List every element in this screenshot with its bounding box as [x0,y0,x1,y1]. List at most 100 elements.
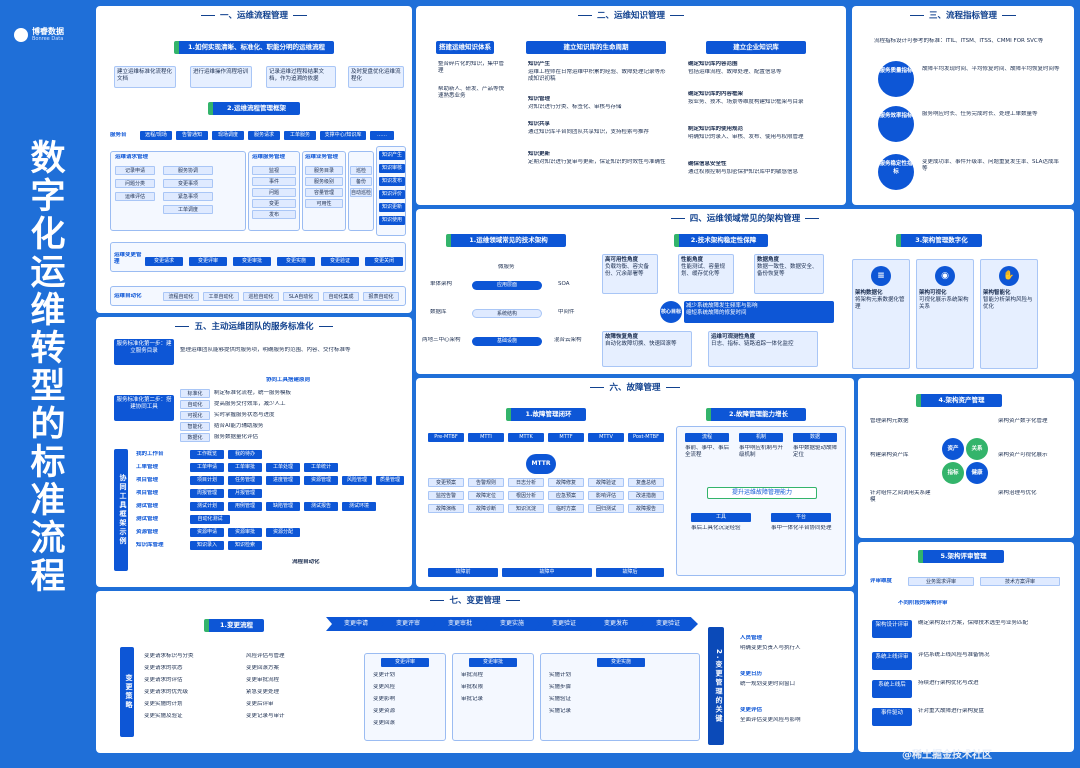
subtitle: 5.架构评审管理 [918,550,1004,563]
review-tag: 业务需求评审 [908,577,974,586]
row-chip: 资源申请 [190,528,224,537]
tool-tag: 自动化 [180,400,210,409]
row-chip: 工单申请 [190,463,224,472]
change-item: 变更请求的状态 [144,665,183,671]
cap-head: 平台 [771,513,831,522]
metric-badge: 服务质量指标 [878,61,914,97]
digi-text: 将架构元素数据化管理 [855,297,905,310]
row-chip: 测试报告 [304,502,338,511]
g-item: 知识发布 [379,177,405,186]
row-label: 知识库管理 [136,542,164,548]
change-item: 变更实施及验证 [144,713,183,719]
kb-item: 对知识进行分类、标签化、审核与存储 [528,104,622,110]
g-item: 巡检 [350,166,372,175]
col-text: 整合碎片化的知识，集中管理 [438,61,505,74]
change-item: 变更请求的评估 [144,677,183,683]
arch-layer: 基础设施 [472,337,542,346]
key-text: 统一规划变更时间窗口 [740,681,796,687]
tl-chip: Post-MTBF [628,433,664,442]
key-text: 全面评估变更风险与影响 [740,717,801,723]
svc-chip: 告警通知 [176,131,208,140]
row-chip: 测试计划 [190,502,224,511]
stab-text: 性能测试、容量规划、缓存优化等 [681,264,726,277]
review-text: 持续进行架构优化与改进 [918,680,979,686]
kb-item: 制定知识库的使用规范 [688,126,744,132]
group-automation: 运维自动化 流程自动化 工单自动化 巡检自动化 SLA自动化 自动化集成 报表自… [110,286,406,306]
subtitle: 1.变更流程 [204,619,264,632]
box-item: 审批流程 [461,672,484,678]
tl-chip: MTTK [508,433,544,442]
change-item: 变更回滚方案 [246,665,280,671]
step-box: 及时复盘优化运维流程化 [348,66,404,88]
tl-chip: Pre-MTBF [428,433,464,442]
asset-node: 资产 [942,438,964,460]
change-key-label: 2.变更管理的关键 [708,627,724,745]
row-label: 测试管理 [136,516,159,522]
tool-text: 实时掌握服务状态与进度 [214,412,275,418]
tl-chip: MTTI [468,433,504,442]
g-item: 工单调度 [163,205,213,214]
col-chip: 日志分析 [508,478,544,487]
panel-service-standard: 五、主动运维团队的服务标准化 服务标准化第一步：建立服务目录 整理运维团队能够提… [96,317,412,587]
col-chip: 临时方案 [548,504,584,513]
goal-bar: 减少系统故障发生频率与影响 缩短系统故障的修复时间 [684,301,834,323]
row-chip: 工单审批 [228,463,262,472]
key-title: 变更日历 [740,671,763,677]
col-chip: 故障验证 [588,478,624,487]
review-label: 评审维度 [870,578,893,584]
box-item: 实施验证 [549,696,572,702]
hand-icon: ✋ [999,266,1019,286]
digi-title: 架构可视化 [919,290,947,296]
review-flow-title: 不同阶段的架构评审 [898,600,948,606]
g-item: 紧急事项 [163,192,213,201]
kb-item: 确定知识库内容范围 [688,61,738,67]
g-item: 问题分类 [115,179,155,188]
cap-head: 工具 [691,513,751,522]
server-icon: ≡ [871,266,891,286]
stab-box: 高可用性角度负载均衡、容灾备份、冗余部署等 [602,254,658,294]
metric-text: 故障平均发现时间、平均修复时间、故障平均恢复时间等 [922,66,1060,72]
box-head: 变更实施 [597,658,645,667]
asset-left: 构建架构资产库 [870,452,909,458]
arch-item: 单体架构 [430,281,453,287]
cap-text: 事中响应机制与升级机制 [739,445,784,458]
stab-title: 运维可观测性角度 [711,334,756,340]
step-box: 进行运维操作流程培训 [190,66,252,88]
col-chip: 故障报告 [628,504,664,513]
metric-badge: 服务稳定性指标 [878,154,914,190]
g-item: 知识更新 [379,203,405,212]
logo-name: 博睿数据 [32,27,64,36]
tool-text: 服务数据量化评估 [214,434,259,440]
subtitle: 1.如何实现清晰、标准化、职能分明的运维流程 [174,41,334,54]
row-chip: 月报管理 [228,489,262,498]
key-title: 人员管理 [740,635,763,641]
g-item: 知识使用 [379,216,405,225]
g-item: 自动巡检 [350,188,372,197]
group-knowledge: 知识产生 知识审核 知识发布 知识评价 知识更新 知识使用 [376,146,406,236]
asset-node: 指标 [942,462,964,484]
cap-text: 事中数据驱动故障定位 [793,445,838,458]
row-chip: 资源管理 [304,476,338,485]
change-chip: 变更评审 [189,257,227,266]
stab-box: 运维可观测性角度日志、指标、链路追踪一体化监控 [708,331,818,367]
box-item: 变更计划 [373,672,396,678]
phase-chip: 故障中 [502,568,592,577]
box-item: 变更回滚 [373,720,396,726]
review-text: 评估系统上线风险与准备情况 [918,652,990,658]
row-chip: 测试环境 [342,502,376,511]
box-item: 审批记录 [461,696,484,702]
subtitle: 4.架构资产管理 [916,394,1002,407]
box-item: 变更影响 [373,696,396,702]
metric-text: 变更成功率、事件升级率、问题重复发生率、SLA达成率等 [922,159,1059,172]
change-item: 风险评估与管理 [246,653,285,659]
kb-item: 知识管理 [528,96,551,102]
panel-asset: 4.架构资产管理 管理架构元数据 构建架构资产库 针对组件之间调用关系建模 资产… [858,378,1074,538]
subtitle: 1.故障管理闭环 [506,408,586,421]
subtitle: 2.运维流程管理框架 [208,102,300,115]
row-label: 项目管理 [136,477,159,483]
flow-arrow: 变更验证 [534,617,594,631]
row-chip: 知识检索 [228,541,262,550]
row-label: 资源管理 [136,529,159,535]
col-chip: 变更预案 [428,478,464,487]
g-item: 问题 [252,188,296,197]
